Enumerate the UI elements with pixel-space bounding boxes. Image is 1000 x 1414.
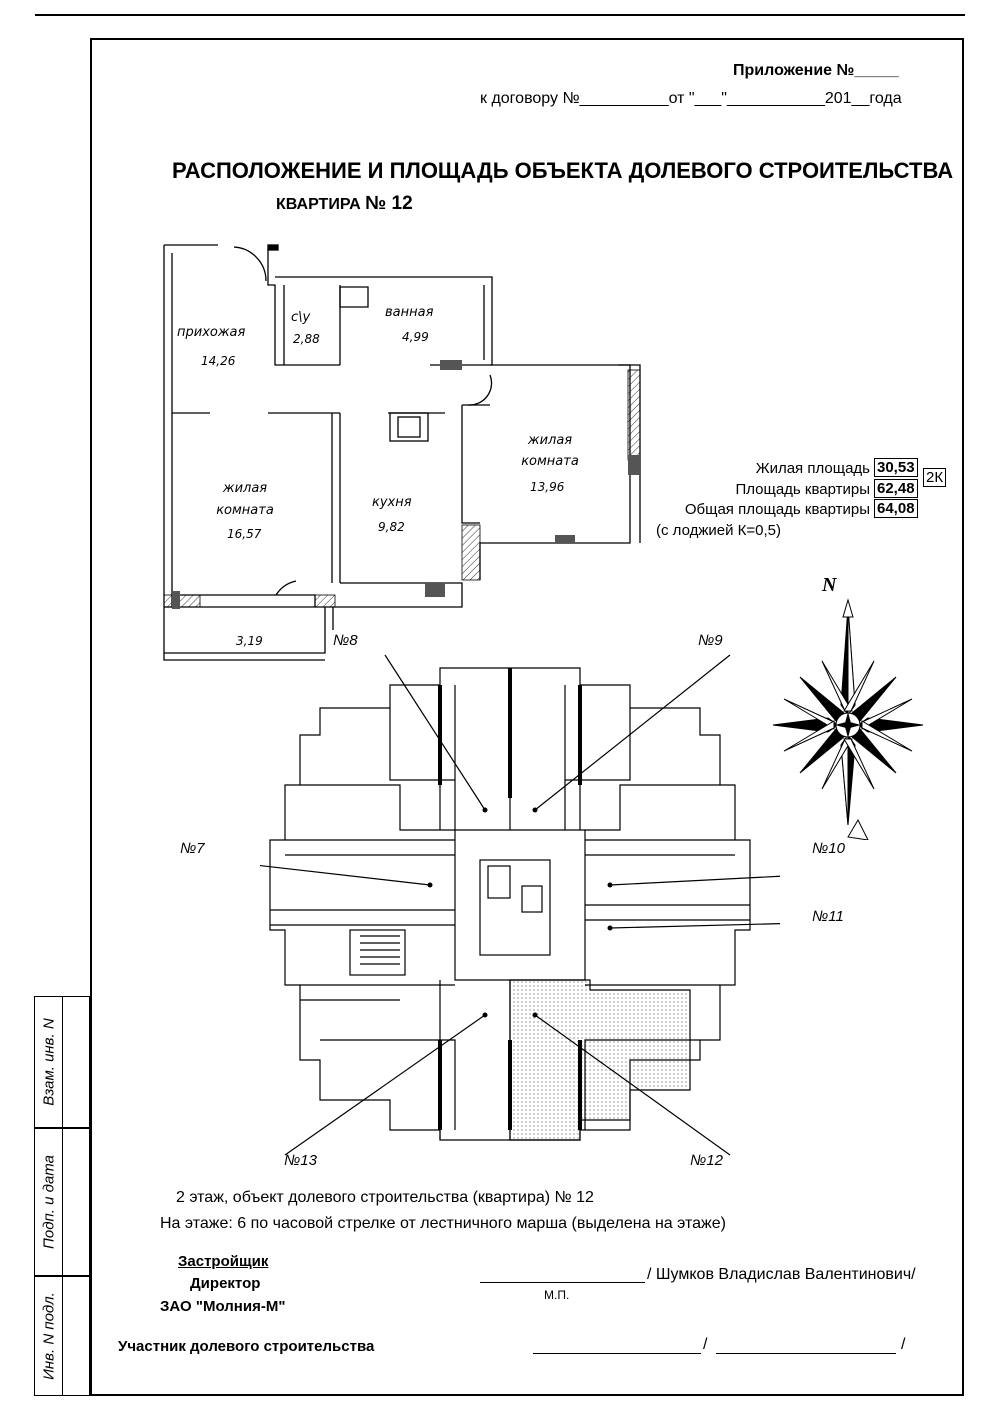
developer-label: Застройщик [178,1253,269,1270]
room-area-loggia: 3,19 [236,634,263,648]
floor-label-apt-11: №11 [812,908,844,925]
stamp-label-original: Инв. N подл. [40,1292,57,1380]
stamp-column: Взам. инв. N Подп. и дата Инв. N подл. [34,996,90,1396]
total-area-value: 64,08 [874,499,918,518]
room-area-wc: 2,88 [293,332,320,346]
room-name-living-right: жилая комната [521,433,579,469]
floor-label-apt-13: №13 [284,1152,317,1169]
company-name: ЗАО "Молния-М" [160,1298,286,1315]
compass-rose [772,598,924,840]
floor-label-apt-9: №9 [698,632,723,649]
floor-info-line-2: На этаже: 6 по часовой стрелке от лестни… [160,1215,726,1232]
room-area-kitchen: 9,82 [378,520,405,534]
room-name-hall: прихожая [177,325,246,340]
apartment-plan [163,244,641,661]
participant-end: / [901,1336,906,1353]
director-label: Директор [190,1275,261,1292]
stamp-cell-signature: Подп. и дата [34,1128,90,1276]
page-title: РАСПОЛОЖЕНИЕ И ПЛОЩАДЬ ОБЪЕКТА ДОЛЕВОГО … [172,158,954,183]
apartment-number: № 12 [365,193,413,214]
top-rule [35,14,965,16]
floor-label-apt-7: №7 [180,840,205,857]
floor-info-line-1: 2 этаж, объект долевого строительства (к… [176,1189,594,1206]
room-name-bath: ванная [385,305,434,320]
room-name-wc: с\у [291,310,311,325]
apartment-type-badge: 2К [923,468,947,487]
floor-plan [260,654,780,1156]
loggia-coefficient-note: (с лоджией К=0,5) [656,522,781,539]
stamp-cell-original: Инв. N подл. [34,1276,90,1396]
apartment-area-label: Площадь квартиры [735,481,870,498]
room-area-hall: 14,26 [201,354,236,368]
compass-north-label: N [822,574,837,596]
contract-line: к договору №__________от "___"__________… [480,90,902,107]
participant-signature-line [533,1353,701,1354]
area-summary: Жилая площадь 30,53 2К Площадь квартиры … [640,458,960,539]
room-area-bath: 4,99 [402,330,429,344]
floor-label-apt-12: №12 [690,1152,723,1169]
participant-separator: / [703,1336,708,1353]
page-frame [90,38,964,1396]
participant-label: Участник долевого строительства [118,1338,375,1355]
living-area-value: 30,53 [874,458,918,477]
stamp-label-signature: Подп. и дата [40,1155,57,1249]
apartment-label: КВАРТИРА [276,196,361,213]
stamp-mark: М.П. [544,1288,570,1302]
living-area-label: Жилая площадь [755,460,870,477]
participant-name-line [716,1353,896,1354]
stamp-cell-replaced: Взам. инв. N [34,996,90,1128]
developer-signatory: / Шумков Владислав Валентинович/ [647,1266,916,1283]
apartment-area-value: 62,48 [874,479,918,498]
room-name-living-left: жилая комната [216,481,274,518]
apartment-heading: КВАРТИРА № 12 [276,193,413,215]
room-name-kitchen: кухня [372,495,412,510]
total-area-label: Общая площадь квартиры [684,501,870,518]
floor-label-apt-10: №10 [812,840,845,857]
room-area-living-left: 16,57 [227,527,262,541]
stamp-label-replaced: Взам. инв. N [40,1018,57,1106]
floor-label-apt-8: №8 [333,632,358,649]
appendix-label: Приложение №_____ [733,62,899,79]
room-area-living-right: 13,96 [530,480,565,494]
developer-signature-line [480,1282,645,1283]
